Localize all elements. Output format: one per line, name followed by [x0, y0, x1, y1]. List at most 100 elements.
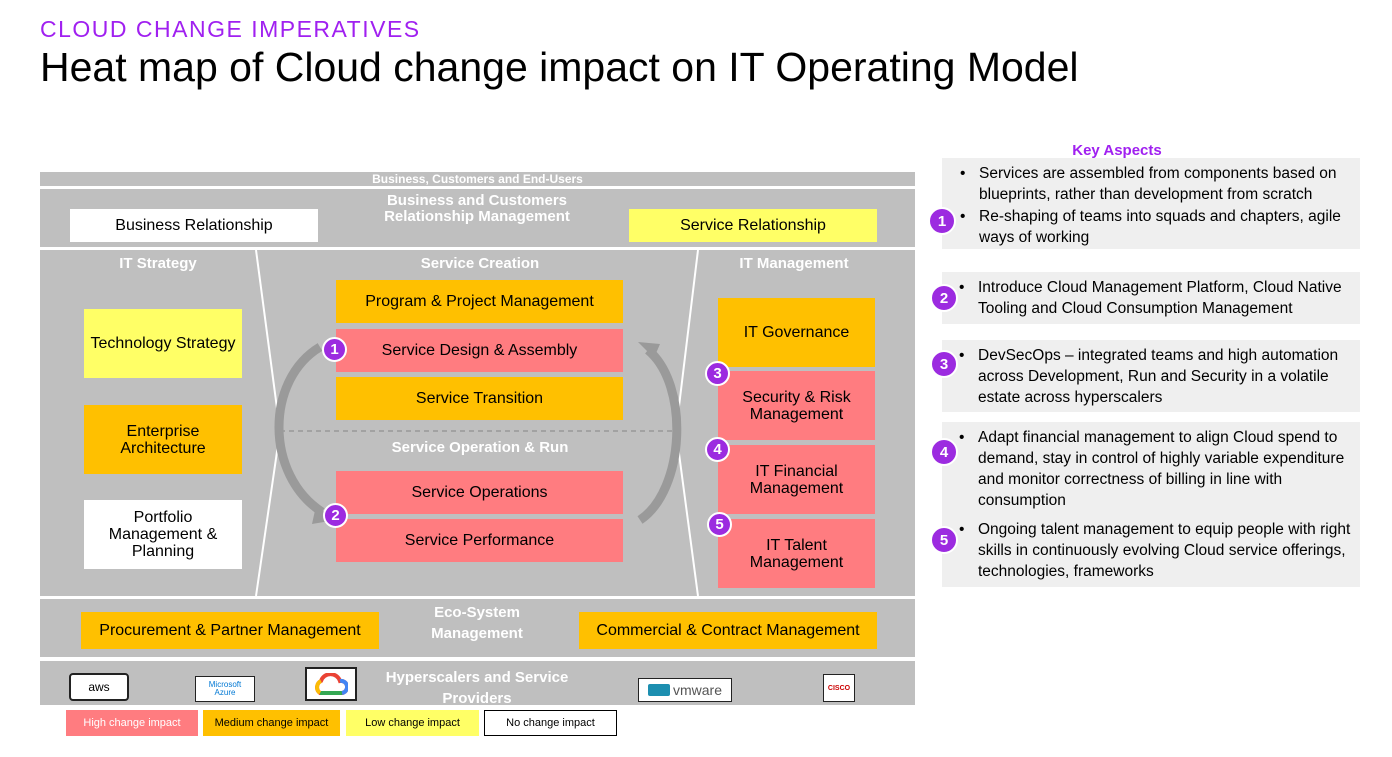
- bullet-icon: •: [959, 429, 965, 446]
- it-governance-box: IT Governance: [718, 298, 875, 367]
- vmware-mark-icon: [647, 684, 670, 696]
- service-performance-box: Service Performance: [336, 519, 623, 562]
- commercial-box: Commercial & Contract Management: [579, 612, 877, 649]
- key-aspect-number-5: 5: [930, 526, 958, 554]
- marker-2-label: 2: [331, 507, 340, 524]
- right-flow-arrow: [637, 346, 682, 524]
- service-transition-box: Service Transition: [336, 377, 623, 420]
- right-flow-arrowhead: [638, 342, 660, 358]
- it-strategy-heading-text: IT Strategy: [119, 255, 197, 272]
- commercial-label: Commercial & Contract Management: [596, 622, 860, 639]
- it-financial-label: IT Financial Management: [749, 462, 844, 497]
- ecosystem-heading-text: Eco-System Management: [431, 604, 523, 642]
- marker-2: 2: [323, 503, 348, 528]
- it-talent-box: IT Talent Management: [718, 519, 875, 588]
- business-relationship-box: Business Relationship: [70, 209, 318, 242]
- program-project-label: Program & Project Management: [365, 293, 594, 310]
- legend-none-label: No change impact: [506, 716, 595, 729]
- service-operations-box: Service Operations: [336, 471, 623, 514]
- marker-4: 4: [705, 437, 730, 462]
- right-divider-bottom: [675, 430, 699, 596]
- marker-5-label: 5: [715, 516, 724, 533]
- brm-heading-text: Business and Customers Relationship Mana…: [384, 192, 570, 225]
- service-operation-heading-text: Service Operation & Run: [391, 439, 569, 456]
- legend-medium: Medium change impact: [203, 710, 340, 736]
- it-management-heading-text: IT Management: [739, 255, 849, 272]
- key-aspect-number-1: 1: [928, 207, 956, 235]
- marker-5: 5: [707, 512, 732, 537]
- marker-1: 1: [322, 337, 347, 362]
- security-risk-box: Security & Risk Management: [718, 371, 875, 440]
- service-relationship-box: Service Relationship: [629, 209, 877, 242]
- ecosystem-heading: Eco-System Management: [412, 603, 542, 643]
- key-aspect-box-3: 3 • DevSecOps – integrated teams and hig…: [930, 340, 1360, 412]
- vmware-logo-text: vmware: [672, 682, 722, 698]
- program-project-box: Program & Project Management: [336, 280, 623, 323]
- key-aspect-number-2: 2: [930, 284, 958, 312]
- procurement-box: Procurement & Partner Management: [81, 612, 379, 649]
- hyperscalers-heading: Hyperscalers and Service Providers: [380, 667, 574, 705]
- top-band-label: Business, Customers and End-Users: [372, 172, 583, 186]
- key-aspect-3-bullet-1: • DevSecOps – integrated teams and high …: [959, 345, 1356, 408]
- business-relationship-label: Business Relationship: [115, 217, 273, 234]
- key-aspect-box-2: 2 • Introduce Cloud Management Platform,…: [930, 272, 1360, 324]
- portfolio-box: Portfolio Management & Planning: [84, 500, 242, 569]
- key-aspect-number-3: 3: [930, 350, 958, 378]
- service-creation-heading: Service Creation: [360, 255, 600, 273]
- legend-none: No change impact: [484, 710, 617, 736]
- left-divider-top: [255, 250, 281, 432]
- key-aspect-1-bullet-1: • Services are assembled from components…: [960, 163, 1357, 205]
- key-aspect-4-bullet-1-text: Adapt financial management to align Clou…: [978, 429, 1345, 509]
- aws-logo-text: aws: [88, 680, 110, 694]
- key-aspect-number-1-label: 1: [937, 212, 947, 230]
- marker-1-label: 1: [330, 341, 339, 358]
- it-governance-label: IT Governance: [743, 324, 850, 341]
- service-relationship-label: Service Relationship: [680, 217, 826, 234]
- top-band: Business, Customers and End-Users: [40, 172, 915, 186]
- legend-medium-label: Medium change impact: [214, 716, 329, 729]
- azure-logo-line2: Azure: [214, 688, 236, 697]
- technology-strategy-box: Technology Strategy: [84, 309, 242, 378]
- legend-low: Low change impact: [346, 710, 479, 736]
- enterprise-architecture-box: Enterprise Architecture: [84, 405, 242, 474]
- it-management-heading: IT Management: [712, 255, 876, 273]
- key-aspects-title: Key Aspects: [1072, 142, 1162, 159]
- key-aspect-1-bullet-2: • Re-shaping of teams into squads and ch…: [960, 206, 1357, 248]
- vmware-logo: vmware: [638, 678, 732, 702]
- key-aspect-2-bullet-1: • Introduce Cloud Management Platform, C…: [959, 277, 1360, 319]
- azure-logo: Microsoft Azure: [195, 676, 255, 702]
- procurement-label: Procurement & Partner Management: [99, 622, 361, 639]
- service-transition-label: Service Transition: [415, 390, 544, 407]
- bullet-icon: •: [960, 208, 966, 225]
- right-divider-top: [675, 250, 699, 432]
- azure-logo-line1: Microsoft: [208, 680, 242, 689]
- cisco-logo: CISCO: [823, 674, 855, 702]
- legend-low-label: Low change impact: [365, 716, 460, 729]
- bullet-icon: •: [959, 521, 965, 538]
- bullet-icon: •: [960, 165, 966, 182]
- service-design-label: Service Design & Assembly: [381, 342, 578, 359]
- key-aspect-number-2-label: 2: [939, 289, 949, 307]
- page-title: Heat map of Cloud change impact on IT Op…: [40, 44, 1079, 90]
- key-aspect-5-bullet-1-text: Ongoing talent management to equip peopl…: [978, 521, 1351, 580]
- google-cloud-logo: [305, 667, 357, 701]
- aws-logo: aws: [69, 673, 129, 701]
- it-strategy-heading: IT Strategy: [80, 255, 236, 273]
- key-aspect-box-4-5: 4 • Adapt financial management to align …: [930, 422, 1360, 587]
- key-aspect-number-4: 4: [930, 438, 958, 466]
- key-aspect-number-3-label: 3: [939, 355, 949, 373]
- it-financial-box: IT Financial Management: [718, 445, 875, 514]
- enterprise-architecture-label: Enterprise Architecture: [120, 422, 206, 457]
- marker-3-label: 3: [713, 365, 722, 382]
- key-aspect-number-4-label: 4: [939, 443, 949, 461]
- eyebrow-title: CLOUD CHANGE IMPERATIVES: [40, 16, 421, 42]
- key-aspect-1-bullet-2-text: Re-shaping of teams into squads and chap…: [979, 208, 1341, 246]
- bullet-icon: •: [959, 279, 965, 296]
- legend-high: High change impact: [66, 710, 198, 736]
- service-creation-heading-text: Service Creation: [420, 255, 540, 272]
- cisco-logo-text: CISCO: [827, 684, 851, 692]
- marker-4-label: 4: [713, 441, 722, 458]
- service-design-box: Service Design & Assembly: [336, 329, 623, 372]
- service-operation-heading: Service Operation & Run: [360, 439, 600, 457]
- key-aspect-3-bullet-1-text: DevSecOps – integrated teams and high au…: [978, 347, 1339, 406]
